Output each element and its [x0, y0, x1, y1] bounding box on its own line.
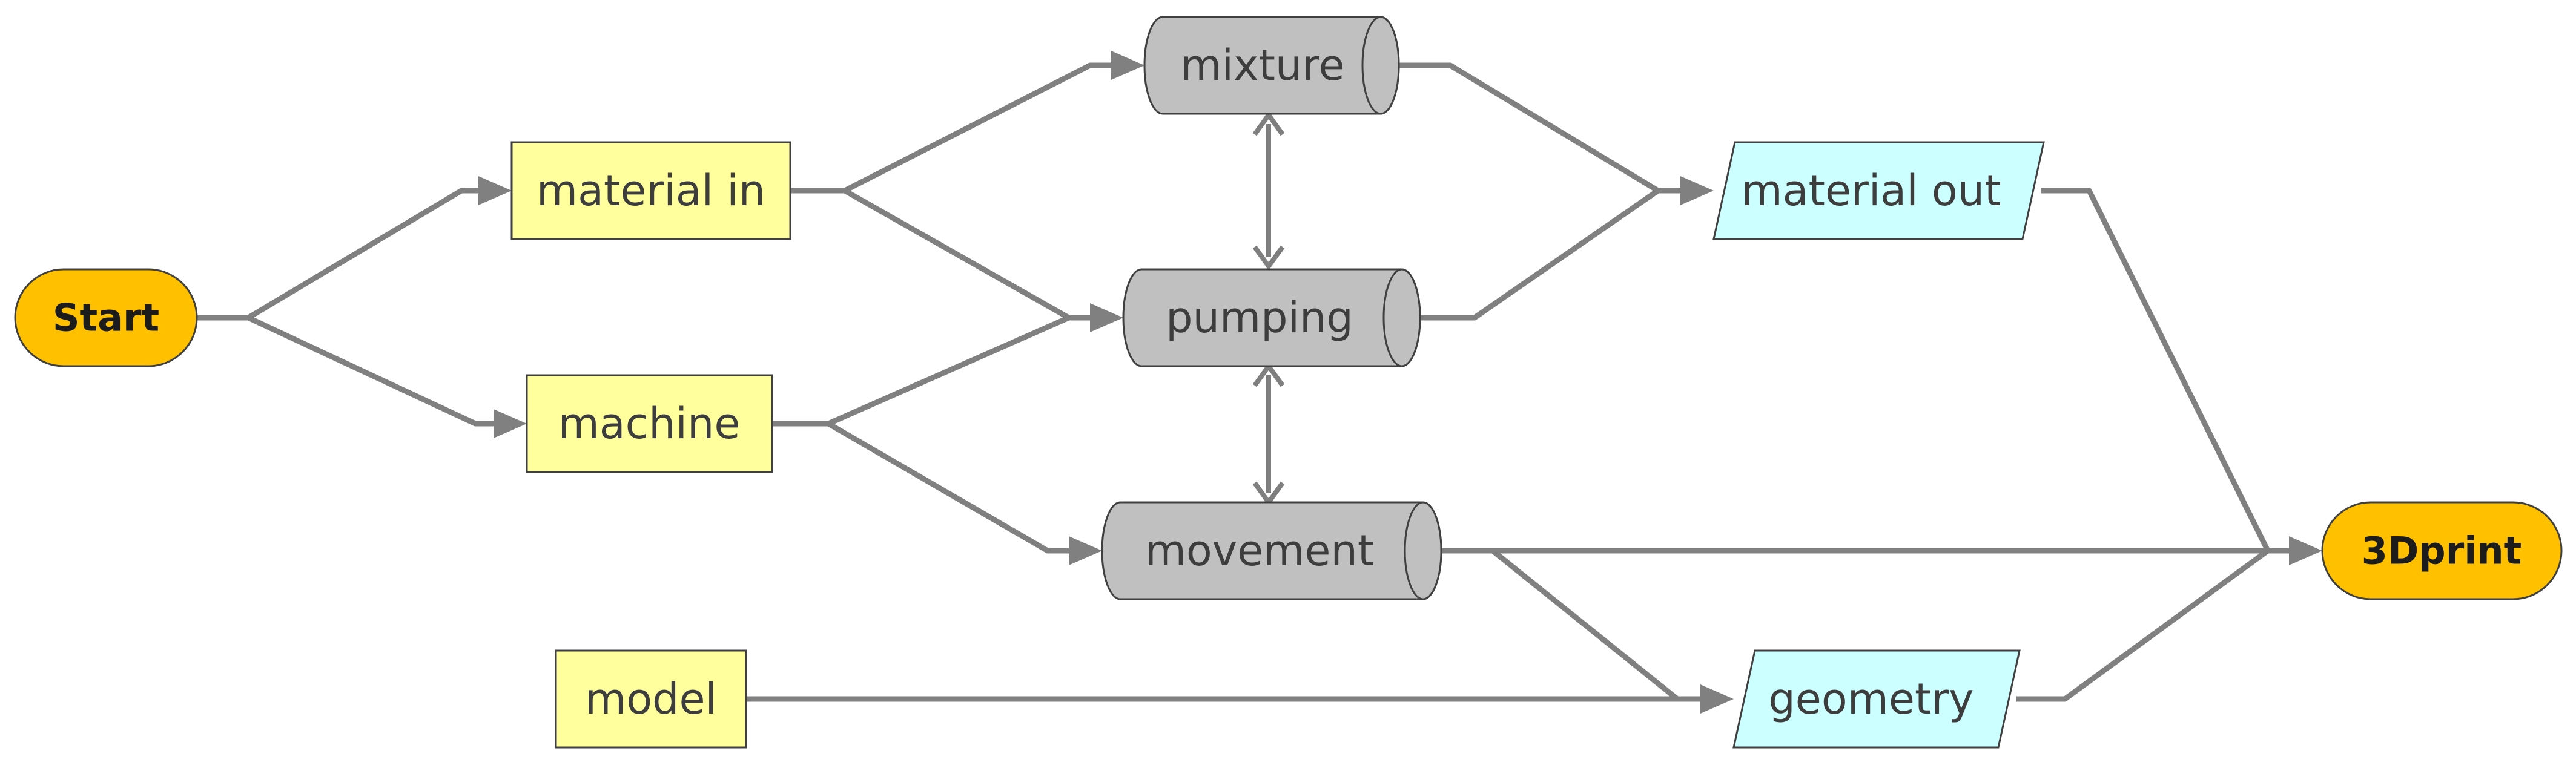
- arrowhead-3dprint: [2289, 536, 2322, 565]
- edge-material-out-3dprint: [2041, 188, 2271, 552]
- arrowhead-pumping: [1090, 303, 1123, 332]
- edge-pumping-material-out: [1420, 188, 1680, 321]
- material-in-label: material in: [537, 166, 765, 215]
- mixture-node: mixture: [1143, 16, 1400, 115]
- edge-machine-movement: [827, 421, 1069, 554]
- start-node: Start: [14, 268, 198, 367]
- movement-node: movement: [1101, 501, 1442, 600]
- arrowhead-material-out: [1680, 176, 1714, 205]
- edge-movement-geometry: [1491, 548, 1679, 701]
- material-out-node: material out: [1712, 141, 2045, 240]
- edge-material-in-mixture: [790, 62, 1111, 194]
- edge-machine-pumping: [772, 315, 1090, 427]
- arrowhead-geometry: [1700, 684, 1734, 714]
- mixture-label: mixture: [1180, 41, 1344, 90]
- machine-label: machine: [558, 399, 741, 448]
- 3dprint-node: 3Dprint: [2321, 501, 2563, 600]
- geometry-label: geometry: [1768, 674, 1973, 724]
- edge-mixture-material-out: [1399, 62, 1660, 193]
- start-label: Start: [53, 296, 159, 340]
- connectors: [197, 51, 2322, 714]
- 3dprint-label: 3Dprint: [2362, 529, 2522, 573]
- arrowhead-material-in: [478, 176, 512, 205]
- pumping-label: pumping: [1166, 293, 1353, 343]
- material-in-node: material in: [510, 141, 791, 240]
- arrowhead-down-pumping: [1252, 245, 1285, 271]
- model-label: model: [585, 674, 717, 724]
- edge-start-material-in: [197, 188, 478, 321]
- arrowhead-movement: [1069, 536, 1102, 565]
- edge-start-machine: [247, 315, 494, 427]
- model-node: model: [555, 649, 747, 749]
- geometry-node: geometry: [1732, 649, 2021, 749]
- movement-label: movement: [1145, 526, 1375, 576]
- edge-geometry-3dprint: [2016, 548, 2270, 702]
- arrowhead-up-mixture: [1252, 111, 1285, 136]
- material-out-label: material out: [1741, 166, 2001, 215]
- pumping-node: pumping: [1122, 268, 1421, 367]
- arrowhead-mixture: [1111, 51, 1144, 80]
- edge-material-in-pumping: [843, 188, 1071, 320]
- arrowhead-machine: [494, 409, 527, 438]
- machine-node: machine: [526, 374, 773, 473]
